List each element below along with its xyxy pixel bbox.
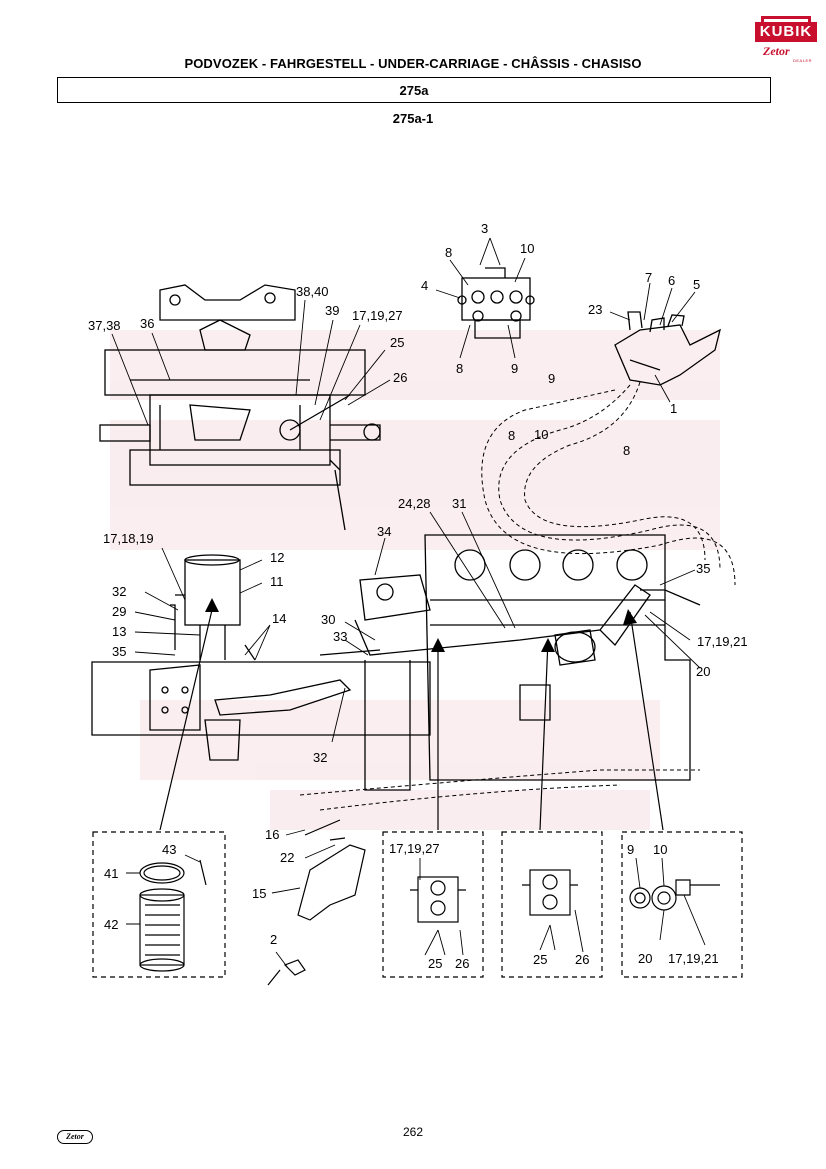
part-label: 26 — [393, 370, 407, 385]
part-label: 24,28 — [398, 496, 431, 511]
part-label: 37,38 — [88, 318, 121, 333]
part-labels: 3 8 10 4 8 9 7 6 5 23 1 9 10 8 8 38,40 3… — [88, 221, 748, 971]
part-label: 2 — [270, 932, 277, 947]
part-label: 32 — [313, 750, 327, 765]
part-label: 39 — [325, 303, 339, 318]
section-box: 275a — [57, 77, 771, 103]
part-label: 13 — [112, 624, 126, 639]
part-label: 30 — [321, 612, 335, 627]
part-label: 22 — [280, 850, 294, 865]
valve-block — [457, 267, 535, 339]
logo-sub-brand: Zetor — [763, 44, 790, 58]
part-label: 35 — [112, 644, 126, 659]
part-label: 4 — [421, 278, 428, 293]
part-label: 25 — [390, 335, 404, 350]
part-label: 25 — [533, 952, 547, 967]
part-label: 29 — [112, 604, 126, 619]
subsection-number: 275a-1 — [392, 111, 434, 126]
chassis — [91, 534, 691, 791]
page-number: 262 — [402, 1125, 424, 1139]
part-label: 36 — [140, 316, 154, 331]
detail-boxes — [92, 831, 743, 978]
part-label: 23 — [588, 302, 602, 317]
part-label: 17,19,21 — [697, 634, 748, 649]
part-label: 10 — [520, 241, 534, 256]
part-label: 20 — [638, 951, 652, 966]
part-label: 34 — [377, 524, 391, 539]
part-label: 5 — [693, 277, 700, 292]
part-label: 3 — [481, 221, 488, 236]
page-title: PODVOZEK - FAHRGESTELL - UNDER-CARRIAGE … — [184, 56, 642, 71]
part-label: 10 — [653, 842, 667, 857]
part-label: 42 — [104, 917, 118, 932]
part-label: 31 — [452, 496, 466, 511]
part-label: 8 — [445, 245, 452, 260]
logo-brand: KUBIK — [755, 22, 817, 42]
part-label: 6 — [668, 273, 675, 288]
part-label: 41 — [104, 866, 118, 881]
part-label: 8 — [456, 361, 463, 376]
part-label: 1 — [670, 401, 677, 416]
part-label: 8 — [623, 443, 630, 458]
part-label: 12 — [270, 550, 284, 565]
footer-zetor-logo: Zetor — [57, 1130, 93, 1144]
brake-pedal — [214, 584, 701, 716]
part-label: 38,40 — [296, 284, 329, 299]
part-label: 11 — [270, 574, 284, 589]
part-label: 8 — [508, 428, 515, 443]
part-label: 17,19,27 — [352, 308, 403, 323]
part-label: 15 — [252, 886, 266, 901]
part-label: 20 — [696, 664, 710, 679]
detail-parts — [139, 819, 720, 986]
pointer-arrows — [159, 609, 664, 831]
part-label: 10 — [534, 427, 548, 442]
part-label: 7 — [645, 270, 652, 285]
master-cylinder — [614, 311, 721, 386]
logo-frame — [761, 16, 811, 22]
logo-tagline: DEALER — [793, 58, 813, 63]
part-label: 17,19,21 — [668, 951, 719, 966]
part-label: 9 — [627, 842, 634, 857]
part-label: 33 — [333, 629, 347, 644]
part-label: 26 — [575, 952, 589, 967]
section-number: 275a — [399, 82, 429, 98]
part-label: 43 — [162, 842, 176, 857]
part-label: 9 — [548, 371, 555, 386]
kubik-zetor-logo: KUBIK Zetor DEALER — [755, 14, 817, 64]
fluid-reservoir — [170, 554, 256, 661]
part-label: 25 — [428, 956, 442, 971]
leader-lines — [111, 237, 701, 743]
drawing-lines — [91, 237, 736, 831]
part-label: 26 — [455, 956, 469, 971]
part-label: 14 — [272, 611, 286, 626]
part-label: 32 — [112, 584, 126, 599]
pedal-assembly-top — [99, 284, 381, 531]
watermark — [110, 330, 720, 830]
detail-leaders — [126, 829, 706, 969]
part-label: 17,18,19 — [103, 531, 154, 546]
hydraulic-pipes — [299, 381, 736, 811]
part-label: 16 — [265, 827, 279, 842]
arrow-heads — [205, 598, 637, 652]
part-label: 9 — [511, 361, 518, 376]
part-label: 35 — [696, 561, 710, 576]
part-label: 17,19,27 — [389, 841, 440, 856]
